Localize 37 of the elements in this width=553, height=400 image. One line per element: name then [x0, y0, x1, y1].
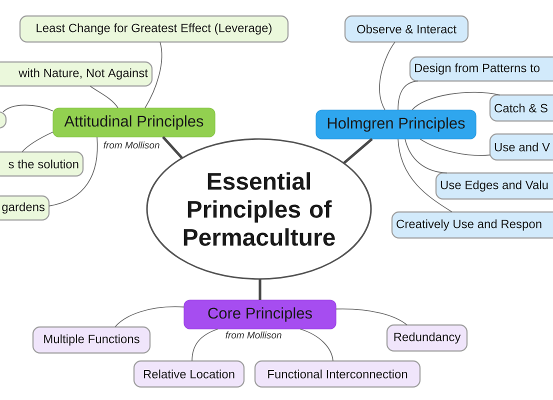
- connector-line: [300, 328, 334, 362]
- connector-line: [192, 328, 218, 362]
- connector-line: [162, 136, 183, 159]
- principle-box: Use Edges and Valu: [435, 172, 553, 200]
- connector-line: [398, 80, 418, 110]
- connector-line: [144, 42, 162, 108]
- principle-box: Least Change for Greatest Effect (Leverage): [19, 15, 289, 43]
- principle-box: Creatively Use and Respon: [391, 211, 553, 239]
- connector-line: [404, 138, 448, 174]
- connector-line: [412, 92, 500, 110]
- connector-line: [379, 42, 396, 110]
- principle-box: Design from Patterns to: [409, 56, 553, 82]
- principle-box: Multiple Functions: [32, 326, 151, 354]
- connector-line: [90, 86, 118, 108]
- connector-line: [114, 306, 184, 328]
- principle-box: Functional Interconnection: [254, 360, 421, 388]
- principle-box: gardens: [0, 195, 50, 221]
- principle-box: Use and V: [489, 133, 553, 161]
- connector-line: [420, 138, 490, 156]
- connector-line: [343, 138, 373, 164]
- connector-line: [48, 136, 98, 206]
- principle-box: Observe & Interact: [344, 15, 469, 43]
- connector-line: [336, 308, 408, 326]
- connector-line: [258, 279, 262, 300]
- principle-box: Redundancy: [386, 324, 468, 352]
- principle-box: Relative Location: [133, 360, 245, 388]
- principle-box: with Nature, Not Against: [0, 61, 153, 87]
- connector-line: [2, 104, 54, 112]
- category-box: Holmgren Principles: [316, 110, 476, 140]
- connector-line: [398, 138, 452, 212]
- category-box: Attitudinal Principles: [52, 108, 216, 138]
- category-box: Core Principles: [184, 300, 336, 330]
- source-note: from Mollison: [226, 332, 282, 338]
- principle-box: [0, 111, 7, 129]
- connector-line: [22, 132, 54, 152]
- principle-box: s the solution: [0, 151, 84, 177]
- principle-box: Catch & S: [489, 94, 553, 122]
